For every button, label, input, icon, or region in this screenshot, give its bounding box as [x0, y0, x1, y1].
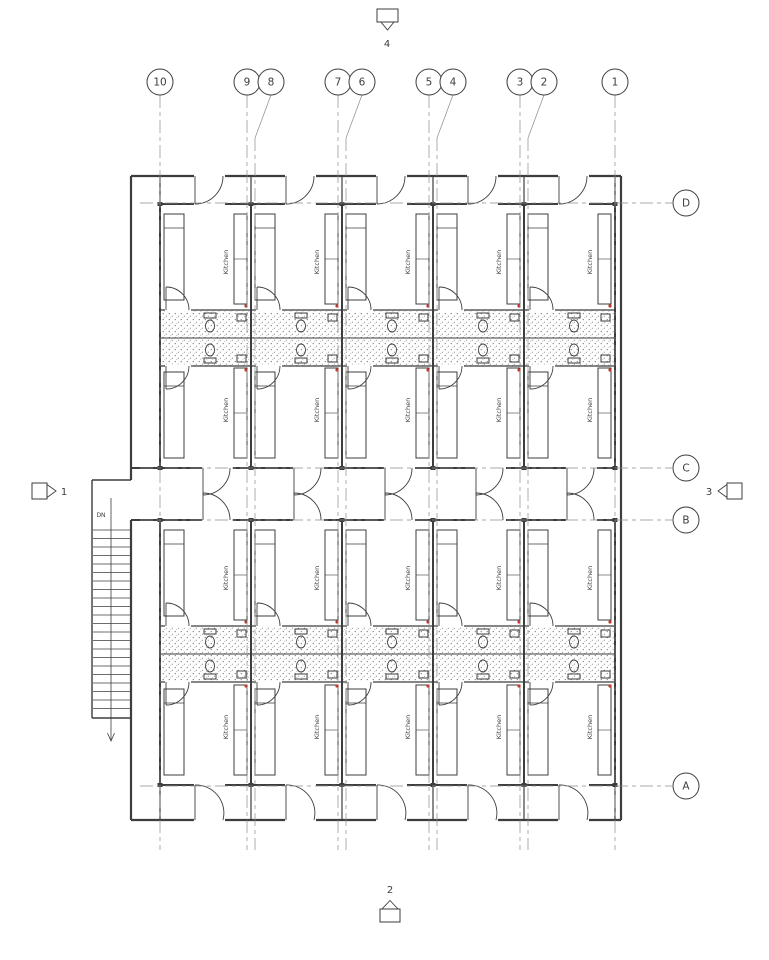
kitchen-label: Kitchen: [495, 398, 503, 422]
column-grid-label: 3: [517, 77, 524, 89]
column-grid-label: 10: [153, 77, 166, 89]
section-markers: 4 2 1 3: [31, 8, 743, 923]
kitchen-label: Kitchen: [222, 566, 230, 590]
kitchen-label: Kitchen: [404, 398, 412, 422]
column-grid-bubble: [601, 68, 629, 96]
kitchen-label: Kitchen: [586, 398, 594, 422]
kitchen-label: Kitchen: [495, 250, 503, 274]
section-label-left: 1: [61, 487, 67, 498]
kitchen-label: Kitchen: [586, 566, 594, 590]
grid-bubbles: 10 9 8 7 6 5 4 3 2 1D C B A: [146, 68, 700, 800]
column-grid-bubble: [348, 68, 376, 96]
stair-direction-label: DN: [96, 512, 105, 519]
section-label-bottom: 2: [387, 885, 393, 896]
row-grid-label: D: [682, 198, 690, 210]
kitchen-label: Kitchen: [586, 250, 594, 274]
row-grid-bubble: [672, 189, 700, 217]
row-grid-label: C: [682, 463, 689, 475]
kitchen-label: Kitchen: [404, 250, 412, 274]
kitchen-label: Kitchen: [313, 398, 321, 422]
kitchen-label: Kitchen: [495, 566, 503, 590]
column-grid-label: 5: [426, 77, 433, 89]
kitchen-label: Kitchen: [222, 715, 230, 739]
staircase: DN: [91, 479, 131, 742]
kitchen-label: Kitchen: [313, 566, 321, 590]
column-grid-bubble: [530, 68, 558, 96]
row-grid-bubble: [672, 454, 700, 482]
column-grid-bubble: [257, 68, 285, 96]
column-grid-label: 2: [541, 77, 548, 89]
kitchen-label: Kitchen: [313, 715, 321, 739]
column-grid-bubble: [146, 68, 174, 96]
column-grid-bubble: [439, 68, 467, 96]
column-grid-label: 4: [450, 77, 457, 89]
row-grid-bubble: [672, 772, 700, 800]
column-grid-label: 6: [359, 77, 366, 89]
kitchen-label: Kitchen: [404, 715, 412, 739]
kitchen-label: Kitchen: [495, 715, 503, 739]
kitchen-label: Kitchen: [222, 250, 230, 274]
column-grid-label: 8: [268, 77, 275, 89]
section-label-right: 3: [706, 487, 712, 498]
kitchen-label: Kitchen: [222, 398, 230, 422]
kitchen-label: Kitchen: [586, 715, 594, 739]
section-label-top: 4: [384, 39, 390, 50]
column-grid-label: 7: [335, 77, 342, 89]
row-grid-bubble: [672, 506, 700, 534]
grid-lines: [140, 94, 672, 850]
row-grid-label: B: [682, 515, 689, 527]
column-grid-label: 1: [612, 77, 619, 89]
kitchen-label: Kitchen: [404, 566, 412, 590]
row-grid-label: A: [682, 781, 690, 793]
column-grid-label: 9: [244, 77, 251, 89]
kitchen-label: Kitchen: [313, 250, 321, 274]
